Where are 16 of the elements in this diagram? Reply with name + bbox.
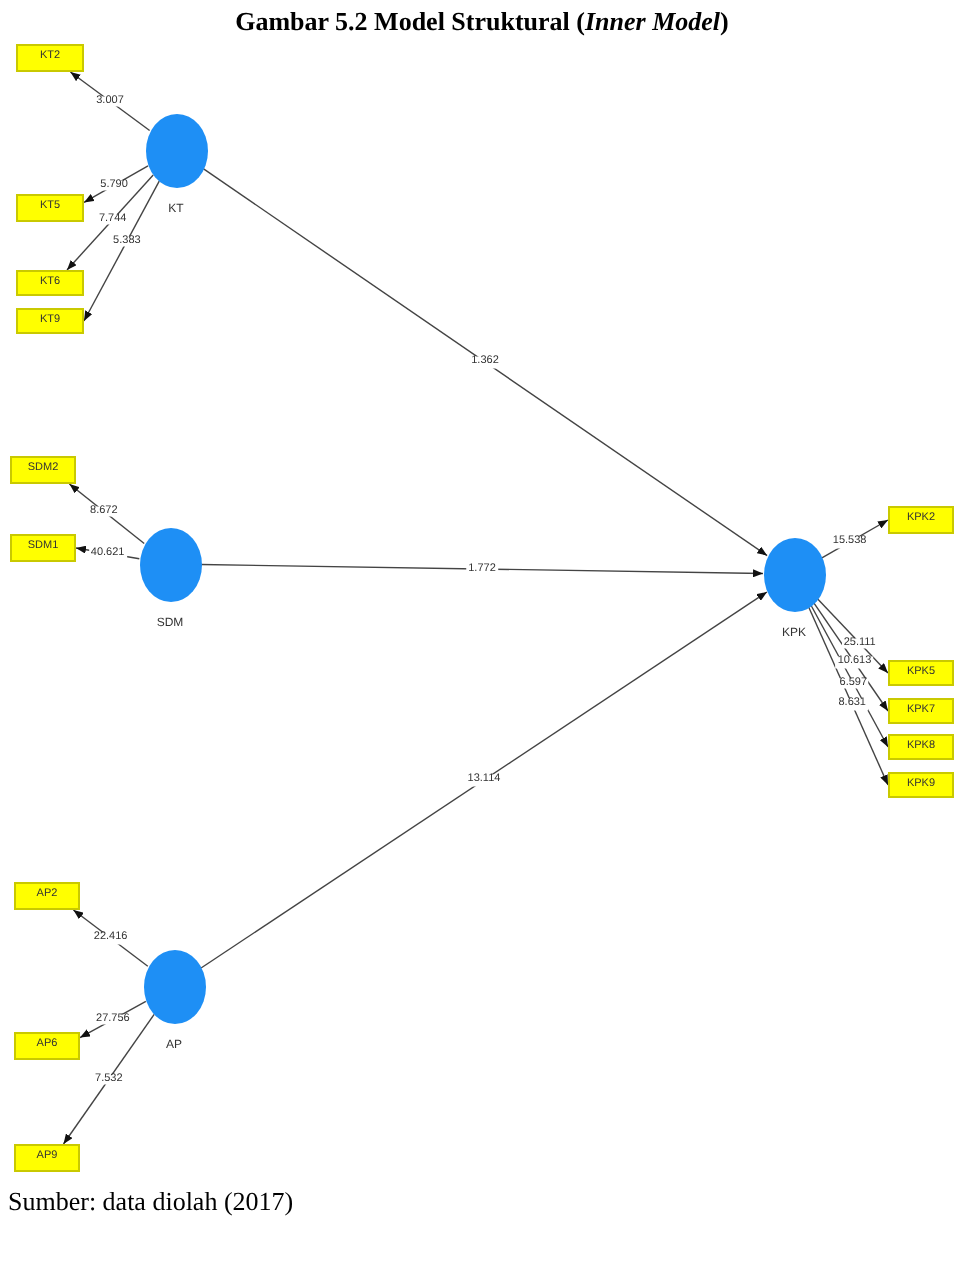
arrow xyxy=(66,174,154,271)
arrow xyxy=(821,519,889,559)
arrow xyxy=(200,591,768,969)
arrow xyxy=(68,483,145,545)
arrow xyxy=(62,1013,155,1145)
arrow xyxy=(200,563,764,578)
source-caption: Sumber: data diolah (2017) xyxy=(8,1186,294,1218)
arrow xyxy=(72,909,149,967)
arrow xyxy=(83,180,160,322)
arrow xyxy=(816,597,889,674)
arrow xyxy=(812,601,889,712)
diagram-title: Gambar 5.2 Model Struktural (Inner Model) xyxy=(235,6,729,36)
arrow xyxy=(202,167,768,557)
arrow xyxy=(69,71,151,132)
arrow xyxy=(79,1000,147,1039)
arrow xyxy=(807,605,889,786)
